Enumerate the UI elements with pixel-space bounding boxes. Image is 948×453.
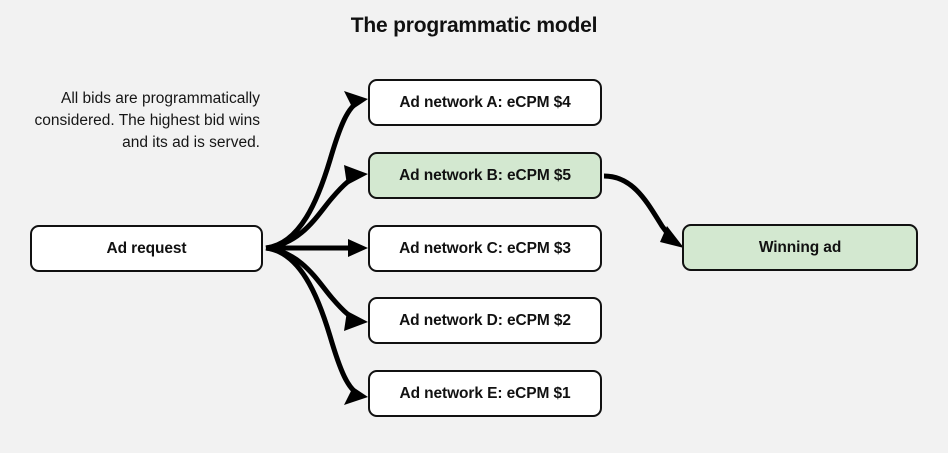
edge-network-b-to-winner [603, 173, 684, 248]
edge-request-to-network-e [265, 245, 368, 405]
node-ad-network-d-label: Ad network D: eCPM $2 [399, 311, 571, 329]
node-winning-ad[interactable]: Winning ad [682, 224, 918, 271]
node-ad-network-e-label: Ad network E: eCPM $1 [399, 384, 571, 402]
node-ad-network-d[interactable]: Ad network D: eCPM $2 [368, 297, 602, 344]
node-ad-network-a-label: Ad network A: eCPM $4 [399, 93, 571, 111]
node-winning-ad-label: Winning ad [758, 238, 842, 256]
page-title: The programmatic model [350, 14, 598, 37]
diagram-caption: All bids are programmatically considered… [34, 90, 260, 151]
edge-request-to-network-a [265, 91, 368, 251]
node-ad-network-a[interactable]: Ad network A: eCPM $4 [368, 79, 602, 126]
edge-request-to-network-b [265, 165, 368, 251]
edge-request-to-network-c [266, 239, 368, 257]
node-ad-network-e[interactable]: Ad network E: eCPM $1 [368, 370, 602, 417]
node-ad-network-c[interactable]: Ad network C: eCPM $3 [368, 225, 602, 272]
node-ad-network-c-label: Ad network C: eCPM $3 [399, 239, 571, 257]
node-ad-network-b[interactable]: Ad network B: eCPM $5 [368, 152, 602, 199]
node-ad-request-label: Ad request [106, 239, 187, 257]
node-ad-network-b-label: Ad network B: eCPM $5 [399, 166, 571, 184]
edge-request-to-network-d [265, 245, 368, 331]
node-ad-request[interactable]: Ad request [30, 225, 263, 272]
